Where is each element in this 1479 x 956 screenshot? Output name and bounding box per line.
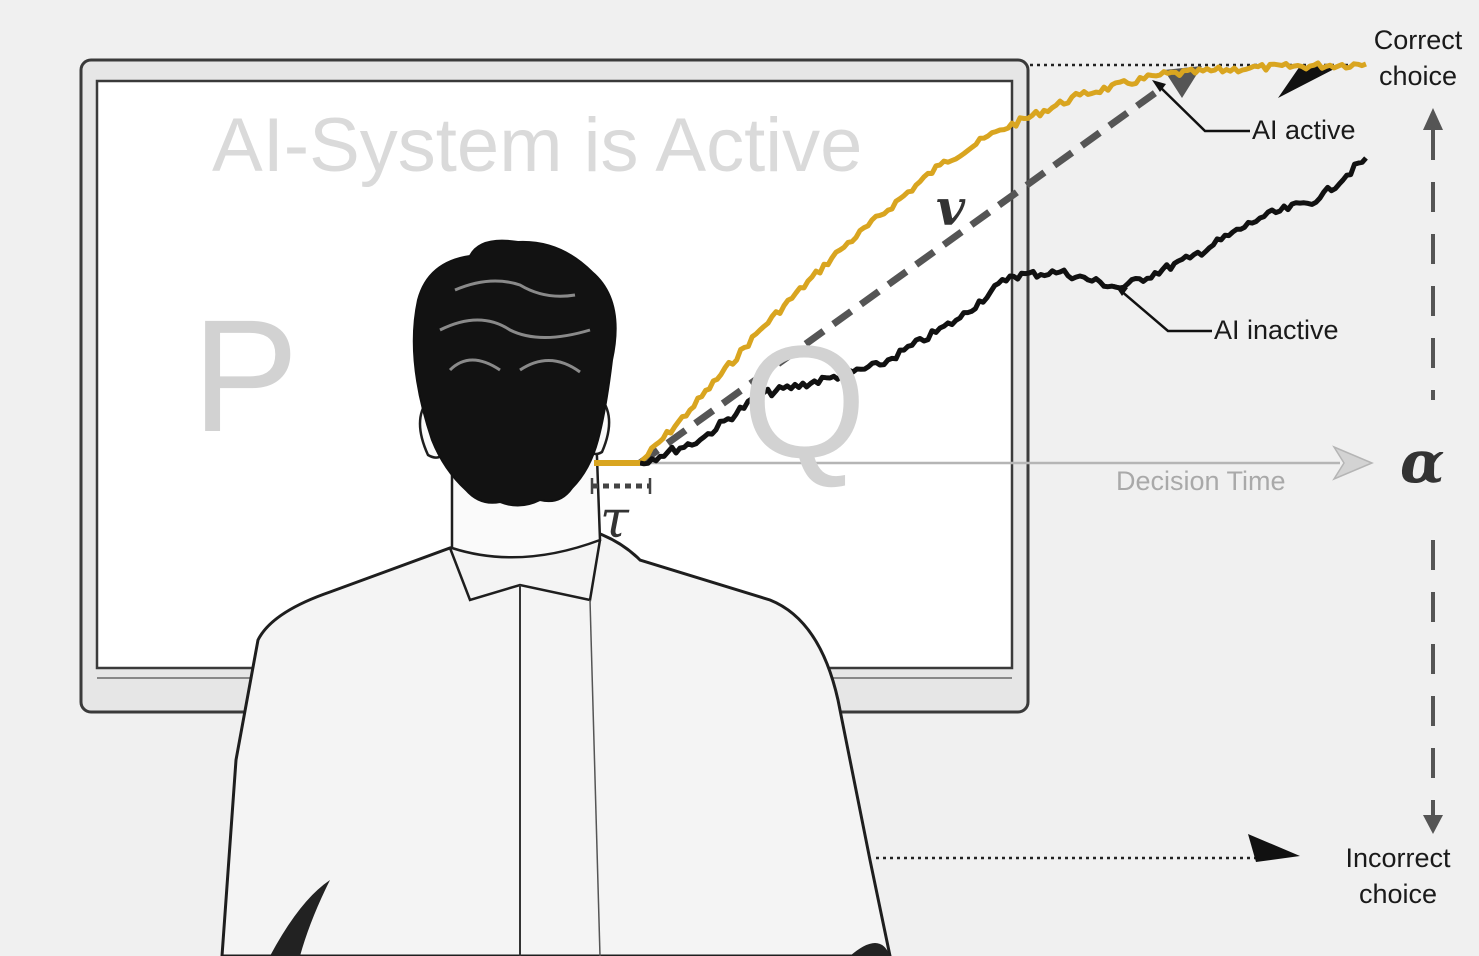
correct-choice-line1: Correct (1373, 25, 1463, 55)
screen-title: AI-System is Active (212, 103, 863, 188)
alpha-arrow-up (1423, 108, 1443, 130)
non-decision-time-label: τ (600, 490, 629, 550)
ai-inactive-leader (1119, 289, 1212, 333)
alpha-arrow-down (1423, 815, 1443, 834)
person-illustration (220, 239, 892, 956)
shirt-seam-2 (589, 599, 601, 956)
ai-active-label: AI active (1252, 115, 1356, 145)
ai-inactive-label: AI inactive (1214, 315, 1339, 345)
option-right: Q (742, 312, 867, 491)
correct-choice-line2: choice (1378, 61, 1458, 92)
ai-active-leader (1157, 84, 1250, 133)
evidence-path-ai-active (638, 60, 1367, 465)
upper-boundary-arrowhead (1278, 66, 1340, 98)
drift-rate-arrow (637, 85, 1165, 466)
correct-choice-label: Correct choice (1366, 22, 1470, 95)
boundary-separation-label: α (1400, 428, 1445, 496)
person-shirt (220, 522, 892, 956)
decision-time-label: Decision Time (1116, 466, 1286, 496)
ai-active-leader-head (1152, 80, 1166, 92)
hair-highlights (439, 279, 591, 374)
incorrect-choice-line2: choice (1358, 879, 1438, 910)
lower-boundary-arrowhead (1248, 834, 1300, 862)
evidence-path-ai-inactive (639, 156, 1368, 467)
incorrect-choice-line1: Incorrect (1345, 843, 1451, 873)
option-left: P (192, 286, 299, 465)
drift-rate-label: v (936, 178, 966, 237)
incorrect-choice-label: Incorrect choice (1334, 840, 1462, 913)
axis-arrowhead (1332, 445, 1374, 481)
ai-inactive-leader-head (1114, 284, 1128, 296)
person-hair (412, 239, 617, 507)
